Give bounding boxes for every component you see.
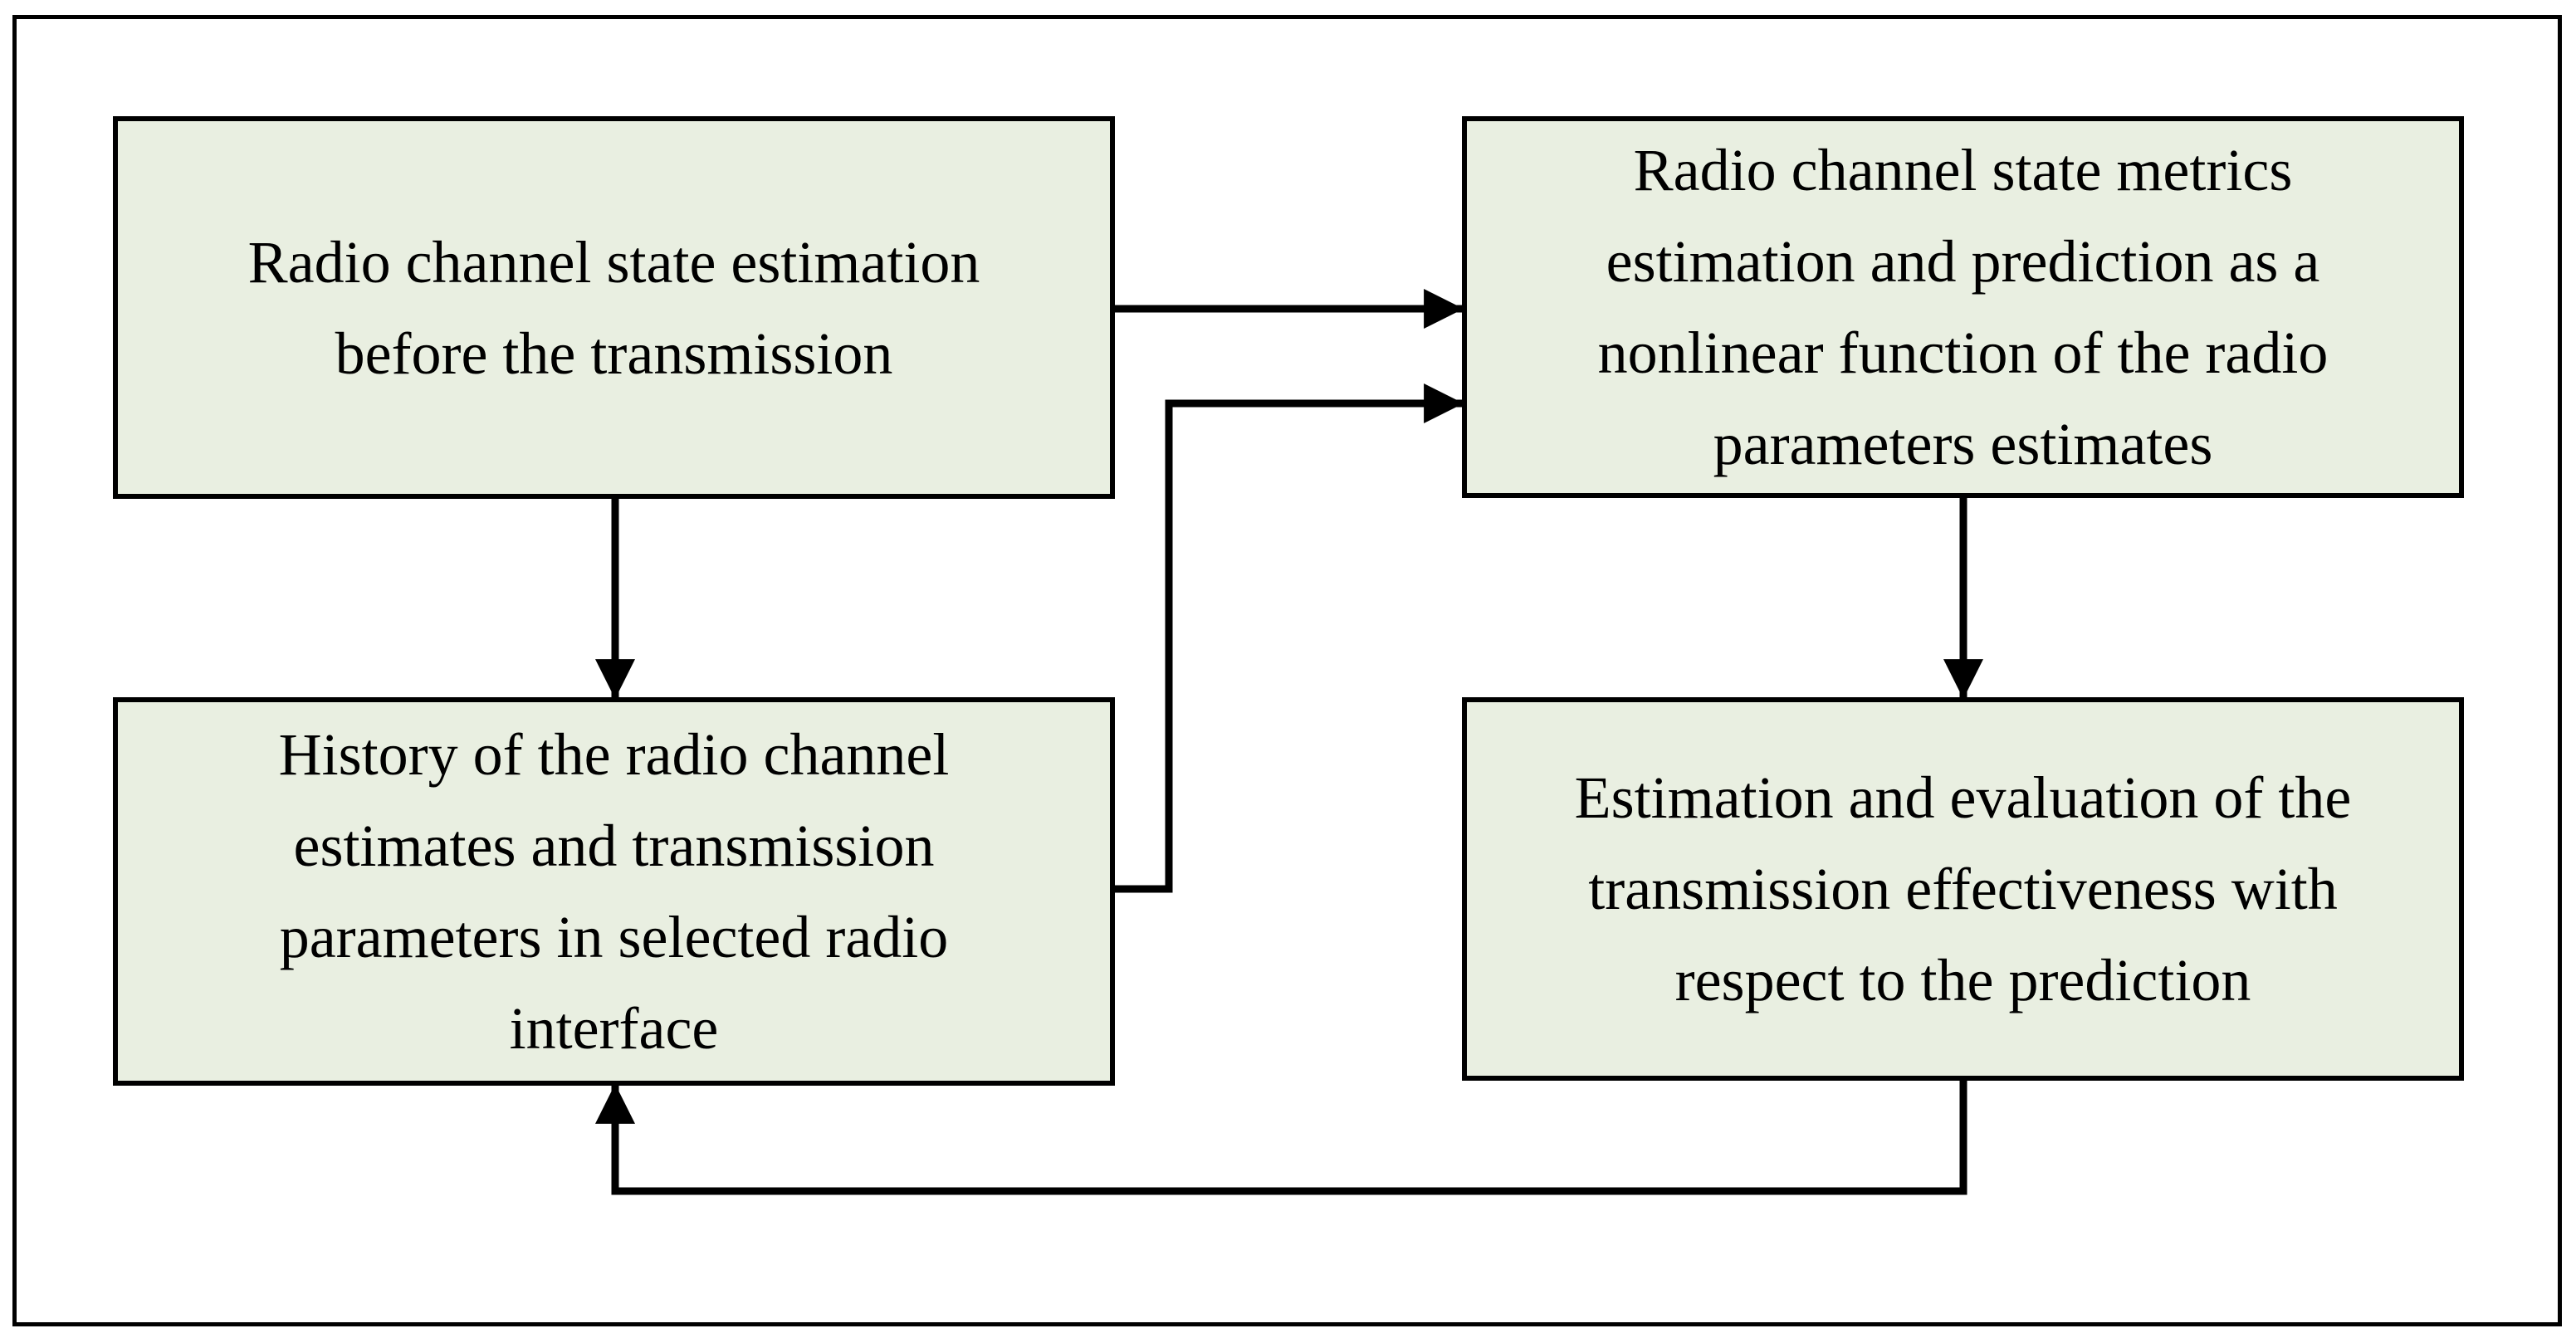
box-radio-channel-state-estimation: Radio channel state estimation before th… [113, 116, 1115, 499]
box-label: History of the radio channel estimates a… [278, 721, 950, 1062]
box-label: Radio channel state estimation before th… [247, 228, 980, 387]
box-label: Estimation and evaluation of the transmi… [1574, 764, 2352, 1013]
box-effectiveness-evaluation: Estimation and evaluation of the transmi… [1462, 697, 2464, 1081]
outer-frame [12, 15, 2562, 1326]
box-metrics-estimation-prediction: Radio channel state metrics estimation a… [1462, 116, 2464, 498]
box-label: Radio channel state metrics estimation a… [1597, 137, 2329, 477]
box-history-of-estimates: History of the radio channel estimates a… [113, 697, 1115, 1086]
